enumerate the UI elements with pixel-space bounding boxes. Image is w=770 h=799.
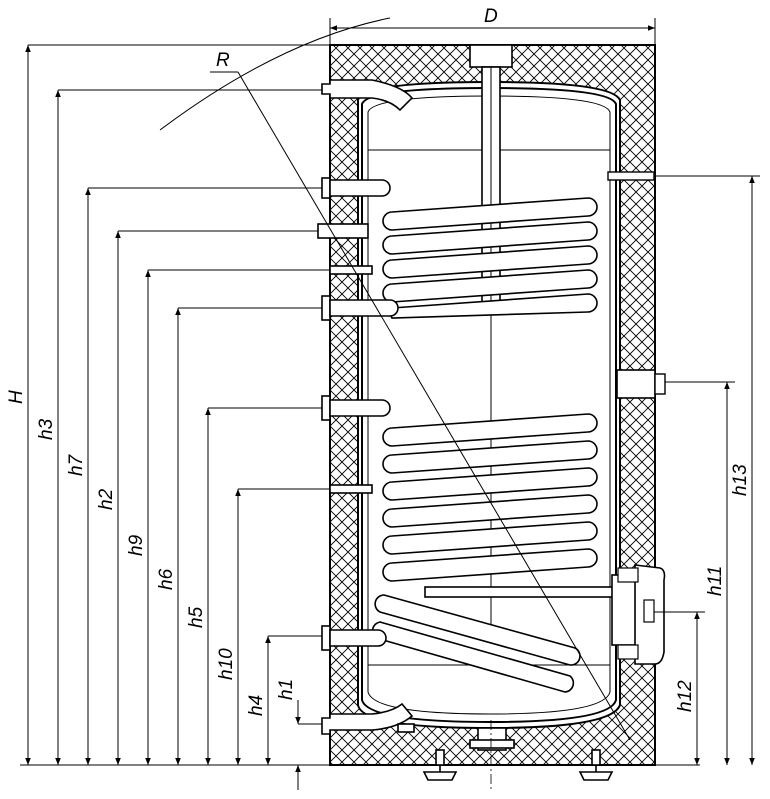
label-h3: h3 <box>36 418 57 440</box>
radius-indicator: R <box>159 17 631 741</box>
label-h2: h2 <box>96 488 117 510</box>
label-h10: h10 <box>216 648 237 680</box>
dimension-labels: H h3 h7 h2 h9 h6 h5 h10 h4 h1 h13 h11 h1… <box>6 390 751 716</box>
label-h13: h13 <box>730 464 751 496</box>
label-h4: h4 <box>246 695 267 716</box>
bottom-fittings <box>422 727 614 781</box>
radius-label: R <box>216 50 230 71</box>
label-h1: h1 <box>276 679 297 700</box>
label-h12: h12 <box>675 680 696 712</box>
label-h6: h6 <box>156 568 177 590</box>
right-dimensions <box>654 175 760 765</box>
label-h7: h7 <box>66 453 87 476</box>
left-dimensions <box>25 44 330 790</box>
label-h9: h9 <box>126 534 147 556</box>
dim-D-label: D <box>484 6 498 27</box>
label-h11: h11 <box>705 566 726 596</box>
label-H: H <box>6 390 27 404</box>
heater-flange <box>424 564 666 665</box>
label-h5: h5 <box>186 606 207 628</box>
right-sleeve <box>607 171 666 399</box>
dim-D: D <box>329 6 656 45</box>
upper-coil <box>382 197 598 319</box>
left-connections <box>317 79 415 735</box>
lower-coil <box>371 413 598 693</box>
